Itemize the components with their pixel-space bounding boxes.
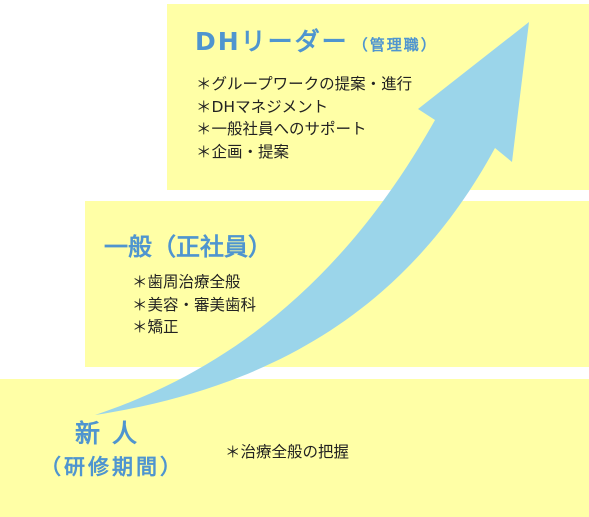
list-item: ＊グループワークの提案・進行 bbox=[196, 75, 413, 93]
list-item: ＊歯周治療全般 bbox=[132, 273, 241, 291]
newcomer-title-line2: （研修期間） bbox=[40, 455, 184, 479]
list-item: ＊企画・提案 bbox=[196, 142, 290, 161]
leader-title-main: DHリーダー bbox=[195, 27, 349, 56]
list-item: ＊DHマネジメント bbox=[196, 97, 329, 116]
list-item: ＊美容・審美歯科 bbox=[132, 295, 257, 314]
leader-items: ＊グループワークの提案・進行 ＊DHマネジメント ＊一般社員へのサポート ＊企画… bbox=[196, 73, 412, 163]
list-item: ＊治療全般の把握 bbox=[225, 443, 350, 461]
newcomer-items: ＊治療全般の把握 bbox=[225, 441, 349, 464]
general-title: 一般（正社員） bbox=[104, 233, 272, 261]
newcomer-title-line1: 新人 bbox=[74, 419, 149, 448]
newcomer-title: 新人 （研修期間） bbox=[32, 418, 192, 484]
general-items: ＊歯周治療全般 ＊美容・審美歯科 ＊矯正 bbox=[132, 271, 256, 339]
list-item: ＊一般社員へのサポート bbox=[196, 120, 367, 138]
list-item: ＊矯正 bbox=[132, 318, 179, 336]
leader-subtitle: （管理職） bbox=[352, 36, 438, 54]
leader-title: DHリーダー（管理職） bbox=[195, 22, 438, 58]
